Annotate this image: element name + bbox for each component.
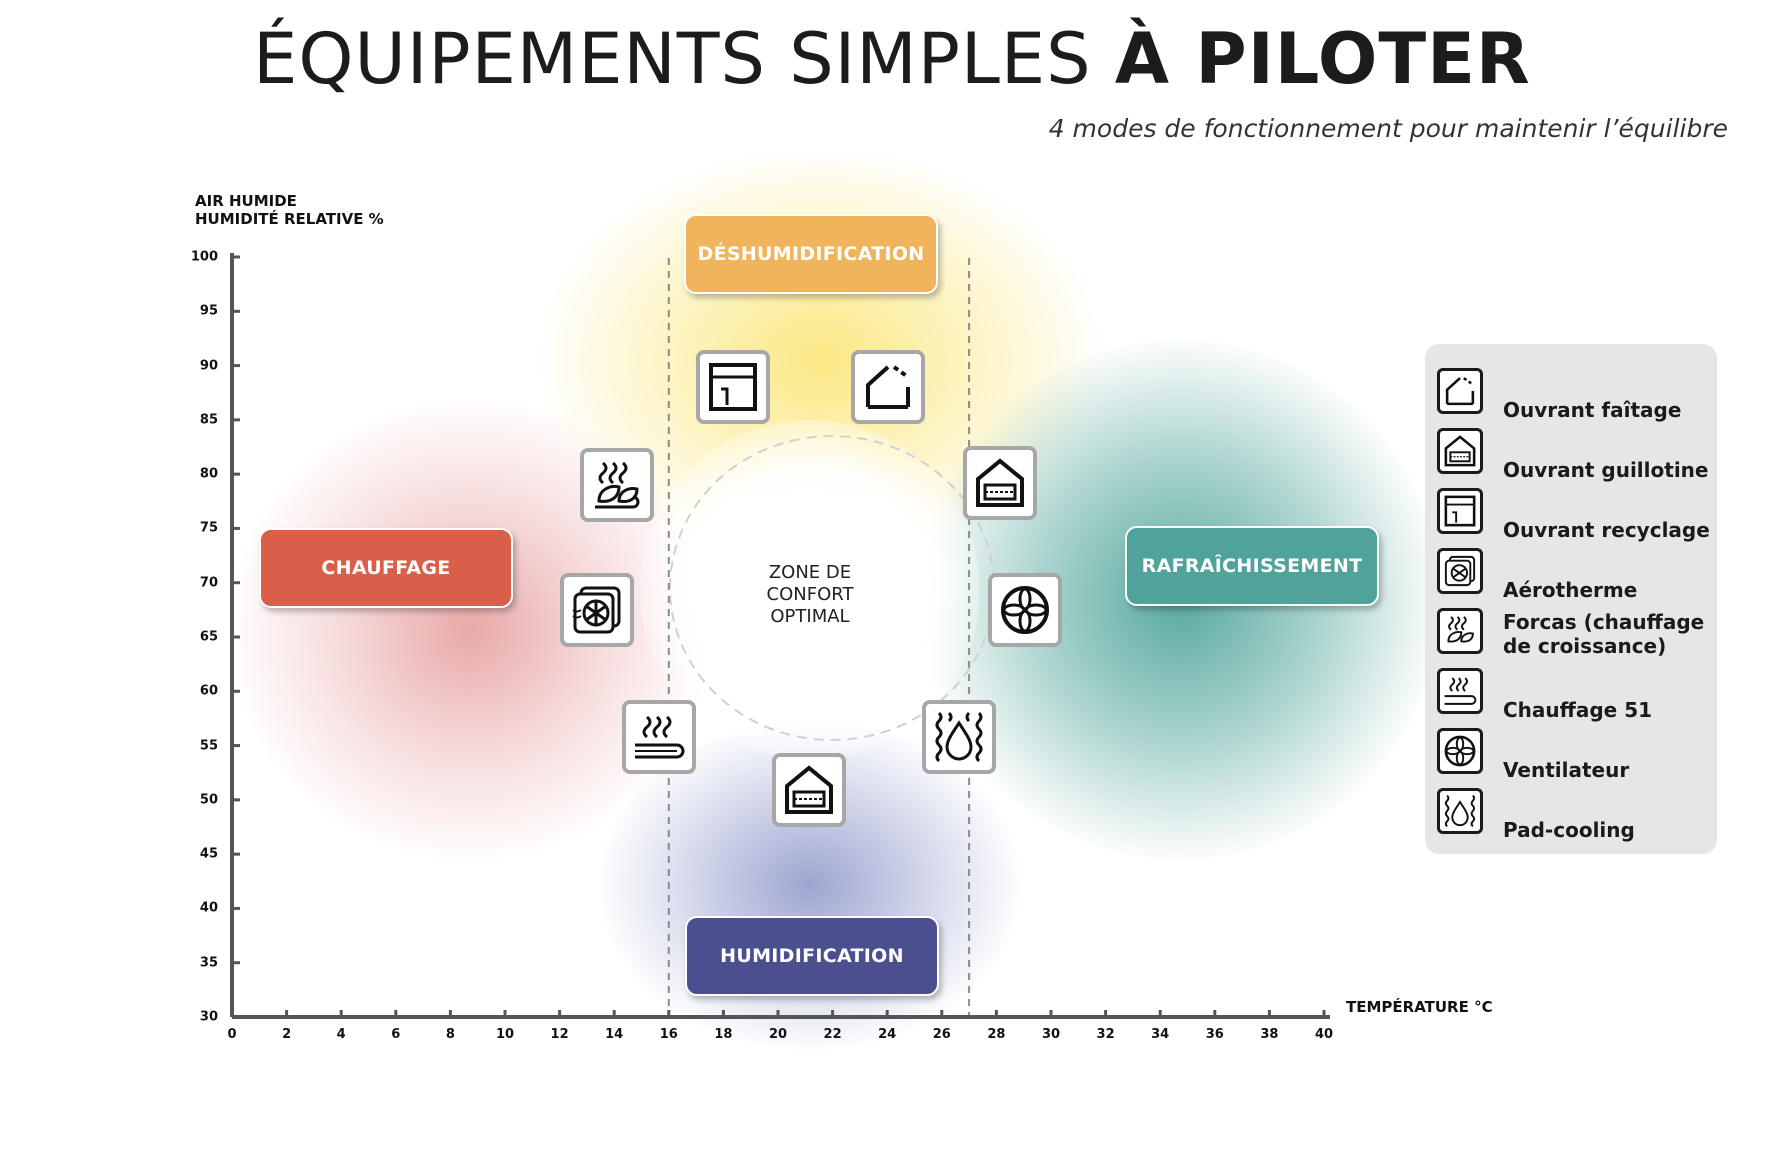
legend-label: Ouvrant faîtage (1503, 398, 1682, 422)
x-tick-label: 34 (1151, 1027, 1170, 1042)
y-tick-label: 40 (199, 900, 218, 916)
x-tick-label: 0 (227, 1027, 237, 1042)
guillotine-vent-icon (963, 446, 1037, 520)
pad-cooling-icon (922, 700, 996, 774)
x-tick-label: 28 (987, 1027, 1006, 1042)
title-light: ÉQUIPEMENTS SIMPLES (253, 18, 1115, 100)
title-bold: À PILOTER (1114, 18, 1531, 100)
heating-pipe-icon (1437, 668, 1483, 714)
legend-label: Ventilateur (1503, 758, 1630, 782)
x-tick-label: 32 (1096, 1027, 1115, 1042)
y-tick-label: 100 (190, 249, 218, 265)
y-tick-label: 70 (199, 575, 218, 591)
x-tick-label: 6 (391, 1027, 401, 1042)
humidification-mode-box: HUMIDIFICATION (685, 916, 939, 996)
x-axis-title: TEMPÉRATURE °C (1346, 998, 1493, 1016)
page-title: ÉQUIPEMENTS SIMPLES À PILOTER (0, 18, 1784, 100)
y-tick-label: 35 (199, 955, 218, 971)
roof-vent-icon (851, 350, 925, 424)
recycling-vent-icon (1437, 488, 1483, 534)
y-tick-label: 60 (199, 683, 218, 699)
x-tick-label: 2 (282, 1027, 292, 1042)
x-tick-label: 18 (714, 1027, 733, 1042)
y-tick-label: 95 (199, 303, 218, 319)
recycling-vent-icon (696, 350, 770, 424)
fan-icon (988, 573, 1062, 647)
comfort-zone-label: ZONE DE CONFORT OPTIMAL (740, 562, 880, 628)
x-tick-label: 10 (495, 1027, 515, 1042)
legend-label: Ouvrant guillotine (1503, 458, 1709, 482)
heating-pipe-icon (622, 700, 696, 774)
x-tick-label: 4 (336, 1027, 346, 1042)
guillotine-vent-icon-bottom (772, 753, 846, 827)
heating-mode-box: CHAUFFAGE (259, 528, 513, 608)
y-tick-label: 65 (199, 629, 218, 645)
unit-heater-icon (1437, 548, 1483, 594)
growth-heating-icon (1437, 608, 1483, 654)
y-axis-title-line2: HUMIDITÉ RELATIVE % (195, 210, 384, 228)
y-tick-label: 80 (199, 466, 218, 482)
legend-label: Forcas (chauffage de croissance) (1503, 610, 1705, 658)
pad-cooling-icon (1437, 788, 1483, 834)
x-tick-label: 30 (1041, 1027, 1061, 1042)
y-tick-label: 50 (199, 792, 218, 808)
roof-vent-icon (1437, 368, 1483, 414)
x-tick-label: 36 (1205, 1027, 1224, 1042)
y-tick-label: 45 (199, 846, 218, 862)
x-tick-label: 16 (659, 1027, 678, 1042)
x-tick-label: 20 (768, 1027, 788, 1042)
legend-label: Pad-cooling (1503, 818, 1635, 842)
comfort-zone-text: ZONE DE CONFORT OPTIMAL (766, 562, 854, 627)
x-tick-label: 24 (878, 1027, 897, 1042)
y-axis-title: AIR HUMIDE HUMIDITÉ RELATIVE % (195, 192, 384, 228)
x-tick-label: 38 (1260, 1027, 1279, 1042)
heating-label: CHAUFFAGE (321, 557, 451, 579)
y-tick-label: 85 (199, 412, 218, 428)
growth-heating-icon (580, 448, 654, 522)
dehumidification-label: DÉSHUMIDIFICATION (697, 243, 925, 265)
guillotine-vent-icon (1437, 428, 1483, 474)
equipment-legend: Ouvrant faîtage Ouvrant guillotine Ouvra… (1425, 344, 1717, 854)
cooling-label: RAFRAÎCHISSEMENT (1141, 555, 1363, 577)
humidification-label: HUMIDIFICATION (720, 945, 904, 967)
x-tick-label: 40 (1314, 1027, 1334, 1042)
y-tick-label: 30 (199, 1009, 218, 1025)
cooling-mode-box: RAFRAÎCHISSEMENT (1125, 526, 1379, 606)
fan-icon (1437, 728, 1483, 774)
unit-heater-icon (560, 573, 634, 647)
legend-label: Chauffage 51 (1503, 698, 1653, 722)
legend-label: Aérotherme (1503, 578, 1638, 602)
page-subtitle: 4 modes de fonctionnement pour maintenir… (1048, 114, 1728, 143)
x-tick-label: 12 (550, 1027, 569, 1042)
x-tick-label: 8 (445, 1027, 455, 1042)
x-tick-label: 22 (823, 1027, 842, 1042)
y-axis-title-line1: AIR HUMIDE (195, 192, 297, 210)
y-tick-label: 90 (199, 358, 218, 374)
legend-label: Ouvrant recyclage (1503, 518, 1710, 542)
x-tick-label: 14 (605, 1027, 624, 1042)
x-tick-label: 26 (932, 1027, 951, 1042)
y-tick-label: 75 (199, 520, 218, 536)
y-tick-label: 55 (199, 738, 218, 754)
dehumidification-mode-box: DÉSHUMIDIFICATION (684, 214, 938, 294)
